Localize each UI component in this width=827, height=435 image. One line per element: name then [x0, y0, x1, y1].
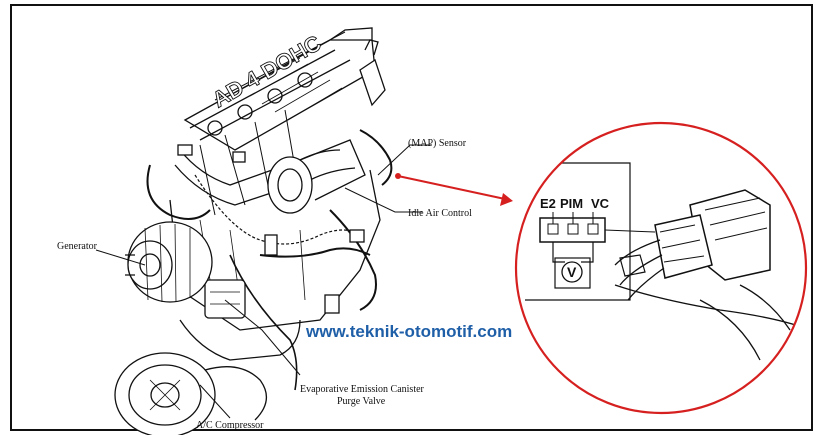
generator-label: Generator — [57, 241, 98, 252]
purge-valve-label: Purge Valve — [337, 396, 386, 407]
ac-compressor-label: A/C Compressor — [196, 420, 264, 431]
voltmeter-symbol: V — [567, 264, 577, 280]
idle-air-control-label: Idle Air Control — [408, 208, 472, 219]
watermark-url: www.teknik-otomotif.com — [305, 322, 512, 341]
pin-label-e2: E2 — [540, 196, 556, 211]
callout-arrow — [395, 173, 513, 206]
pin-label-pim: PIM — [560, 196, 583, 211]
generator-illustration — [125, 221, 213, 303]
pin-label-vc: VC — [591, 196, 610, 211]
engine-illustration — [114, 27, 393, 435]
evap-canister-label: Evaporative Emission Canister — [300, 384, 425, 395]
leader-lines — [95, 144, 432, 419]
map-sensor-callout — [514, 121, 808, 415]
map-sensor-label: (MAP) Sensor — [408, 138, 467, 149]
